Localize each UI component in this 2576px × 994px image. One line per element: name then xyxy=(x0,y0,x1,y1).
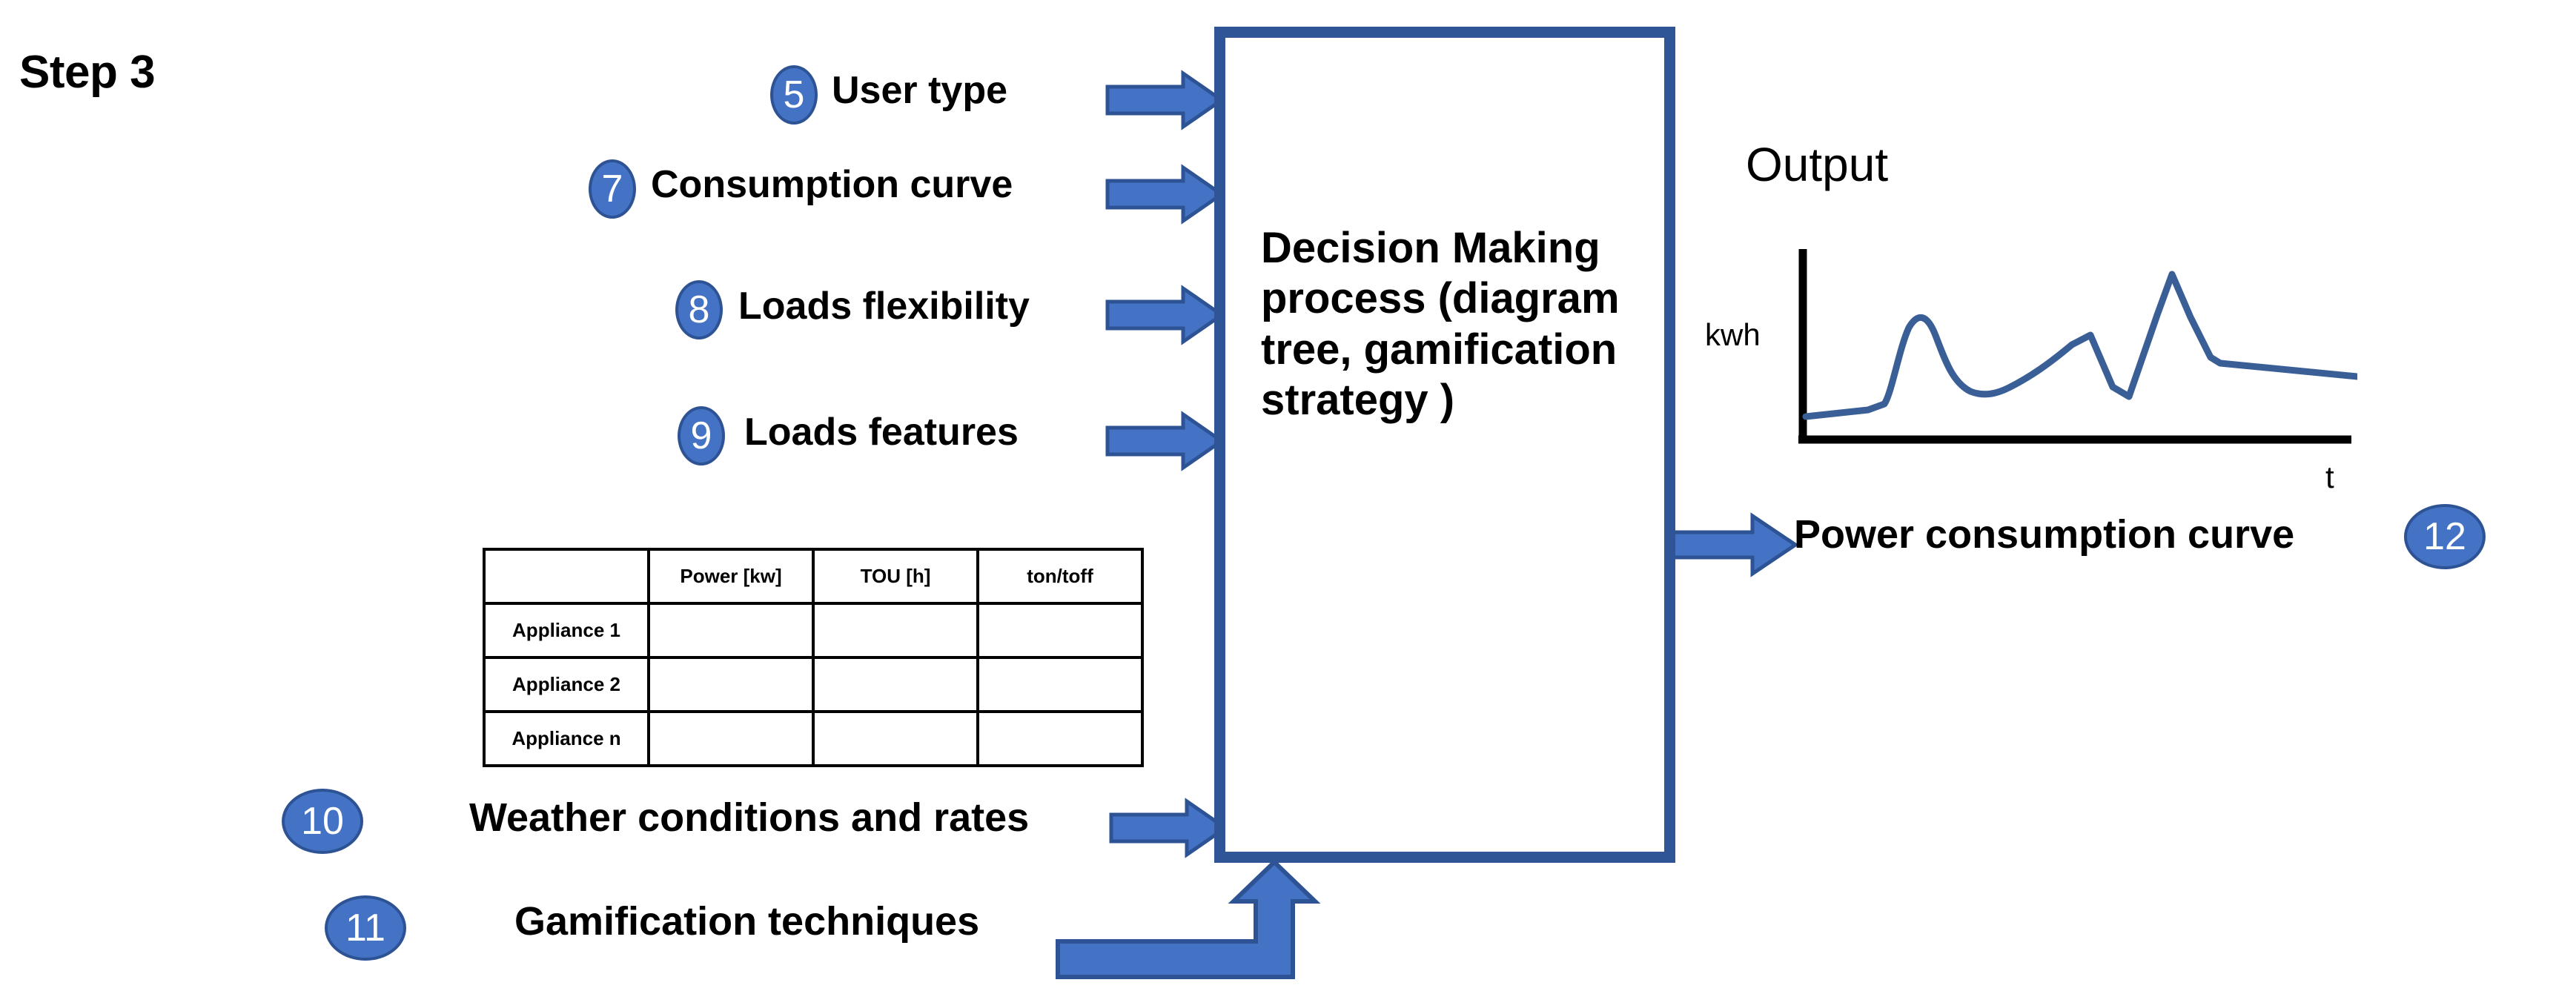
output-chart xyxy=(1798,249,2357,444)
output-title: Output xyxy=(1746,138,1889,191)
table-col-ton-toff: ton/toff xyxy=(976,548,1144,605)
table-cell-power[interactable] xyxy=(647,710,815,767)
arrow-loads-features xyxy=(1105,411,1225,471)
badge-11: 11 xyxy=(325,895,406,961)
table-cell-power[interactable] xyxy=(647,656,815,713)
table-row-name: Appliance 1 xyxy=(483,602,650,659)
table-col-power: Power [kw] xyxy=(647,548,815,605)
chart-x-axis-label: t xyxy=(2325,460,2334,494)
table-cell-tou[interactable] xyxy=(812,602,979,659)
table-cell-ton-toff[interactable] xyxy=(976,656,1144,713)
arrow-consumption-curve xyxy=(1105,164,1225,225)
input-label-loads-flexibility: Loads flexibility xyxy=(738,285,1030,328)
table-cell-power[interactable] xyxy=(647,602,815,659)
table-row: Appliance n xyxy=(483,710,1144,767)
chart-y-axis-label: kwh xyxy=(1705,317,1761,352)
badge-8: 8 xyxy=(675,280,723,339)
appliance-table: Power [kw] TOU [h] ton/toff Appliance 1 … xyxy=(483,548,1144,767)
table-cell-ton-toff[interactable] xyxy=(976,710,1144,767)
table-row: Appliance 1 xyxy=(483,602,1144,659)
arrow-output xyxy=(1669,512,1799,577)
table-col-tou: TOU [h] xyxy=(812,548,979,605)
badge-7: 7 xyxy=(589,159,636,219)
table-header-row: Power [kw] TOU [h] ton/toff xyxy=(483,548,1144,605)
decision-making-box: Decision Making process (diagram tree, g… xyxy=(1214,27,1675,863)
arrow-gamification-techniques xyxy=(1056,858,1321,979)
arrow-weather-conditions xyxy=(1109,798,1229,858)
output-label-power-consumption-curve: Power consumption curve xyxy=(1794,512,2295,557)
input-label-gamification-techniques: Gamification techniques xyxy=(514,899,980,944)
chart-line-series-0 xyxy=(1802,271,2357,420)
badge-10: 10 xyxy=(282,789,363,854)
input-label-loads-features: Loads features xyxy=(744,411,1019,454)
table-cell-ton-toff[interactable] xyxy=(976,602,1144,659)
badge-5: 5 xyxy=(770,65,818,125)
badge-12: 12 xyxy=(2404,504,2486,569)
table-row-name: Appliance n xyxy=(483,710,650,767)
table-row-name: Appliance 2 xyxy=(483,656,650,713)
table-col-blank xyxy=(483,548,650,605)
arrow-user-type xyxy=(1105,70,1225,130)
decision-making-box-text: Decision Making process (diagram tree, g… xyxy=(1261,224,1620,425)
table-row: Appliance 2 xyxy=(483,656,1144,713)
input-label-user-type: User type xyxy=(832,69,1007,112)
page-title: Step 3 xyxy=(19,47,156,98)
table-cell-tou[interactable] xyxy=(812,656,979,713)
table-cell-tou[interactable] xyxy=(812,710,979,767)
badge-9: 9 xyxy=(678,406,725,465)
input-label-consumption-curve: Consumption curve xyxy=(651,163,1013,206)
arrow-loads-flexibility xyxy=(1105,285,1225,345)
input-label-weather-conditions: Weather conditions and rates xyxy=(469,795,1030,840)
